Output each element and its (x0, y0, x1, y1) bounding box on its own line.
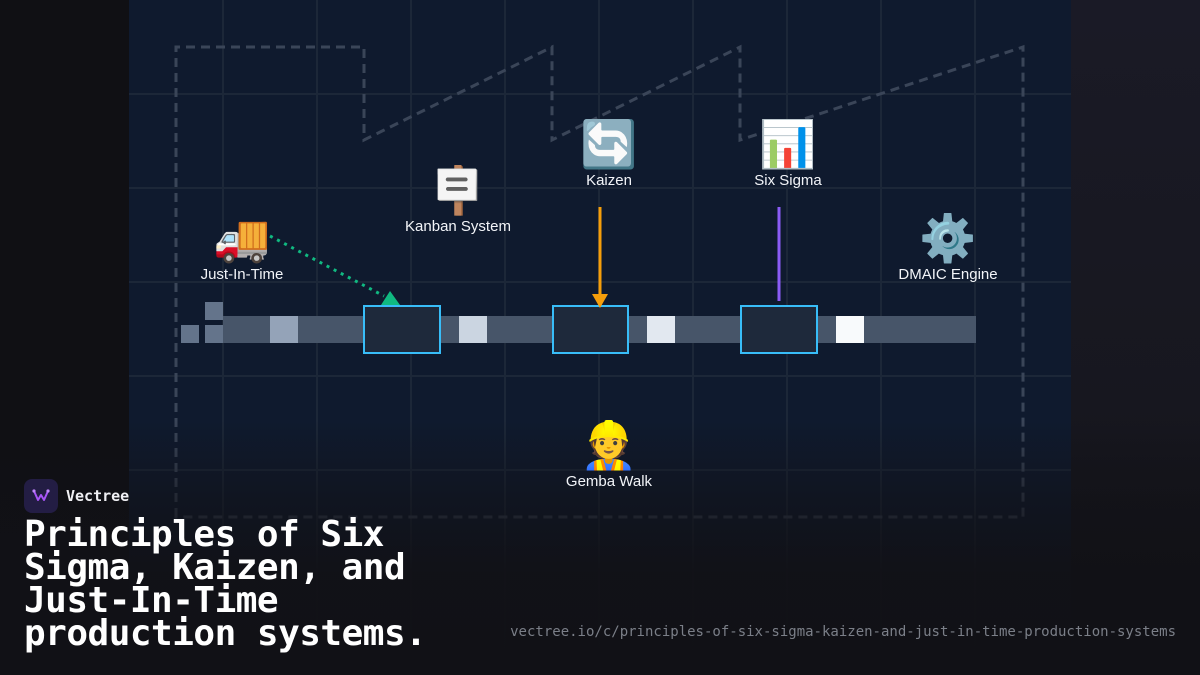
vectree-logo-icon (24, 479, 58, 513)
delivery-truck-icon: 🚚 (213, 211, 271, 265)
page-url[interactable]: vectree.io/c/principles-of-six-sigma-kai… (510, 624, 1176, 640)
factory-outline (174, 44, 1025, 519)
node-dmaic-engine: ⚙️ DMAIC Engine (888, 212, 1008, 283)
page-title: Principles of Six Sigma, Kaizen, and Jus… (24, 514, 427, 654)
product-unit (270, 316, 298, 343)
node-label: Kanban System (405, 218, 511, 235)
node-label: Six Sigma (754, 172, 822, 189)
product-unit (459, 316, 487, 343)
node-six-sigma: 📊 Six Sigma (738, 118, 838, 189)
jit-connector (269, 234, 385, 298)
node-label: Just-In-Time (200, 266, 284, 283)
bar-chart-icon: 📊 (759, 117, 817, 171)
node-kaizen: 🔄 Kaizen (559, 118, 659, 189)
cycle-arrows-icon: 🔄 (580, 117, 638, 171)
workstation-kanban (363, 305, 441, 354)
workstation-sigma (740, 305, 818, 354)
node-label: Kaizen (586, 172, 632, 189)
jit-arrowhead (381, 291, 400, 305)
node-kanban-system: 🪧 Kanban System (398, 164, 518, 235)
node-gemba-walk: 👷 Gemba Walk (559, 419, 659, 490)
construction-worker-icon: 👷 (580, 418, 638, 472)
brand: Vectree (24, 479, 129, 513)
signboard-icon: 🪧 (429, 163, 487, 217)
product-unit (836, 316, 864, 343)
node-label: DMAIC Engine (898, 266, 998, 283)
gear-icon: ⚙️ (919, 211, 977, 265)
kaizen-arrowhead (592, 294, 608, 308)
bottom-gradient-overlay (0, 420, 1200, 675)
brand-name: Vectree (66, 487, 130, 505)
product-unit (647, 316, 675, 343)
raw-material-block (205, 325, 223, 343)
raw-material-block (205, 302, 223, 320)
node-label: Gemba Walk (565, 473, 653, 490)
workstation-kaizen (552, 305, 629, 354)
node-just-in-time: 🚚 Just-In-Time (192, 212, 292, 283)
raw-material-block (181, 325, 199, 343)
